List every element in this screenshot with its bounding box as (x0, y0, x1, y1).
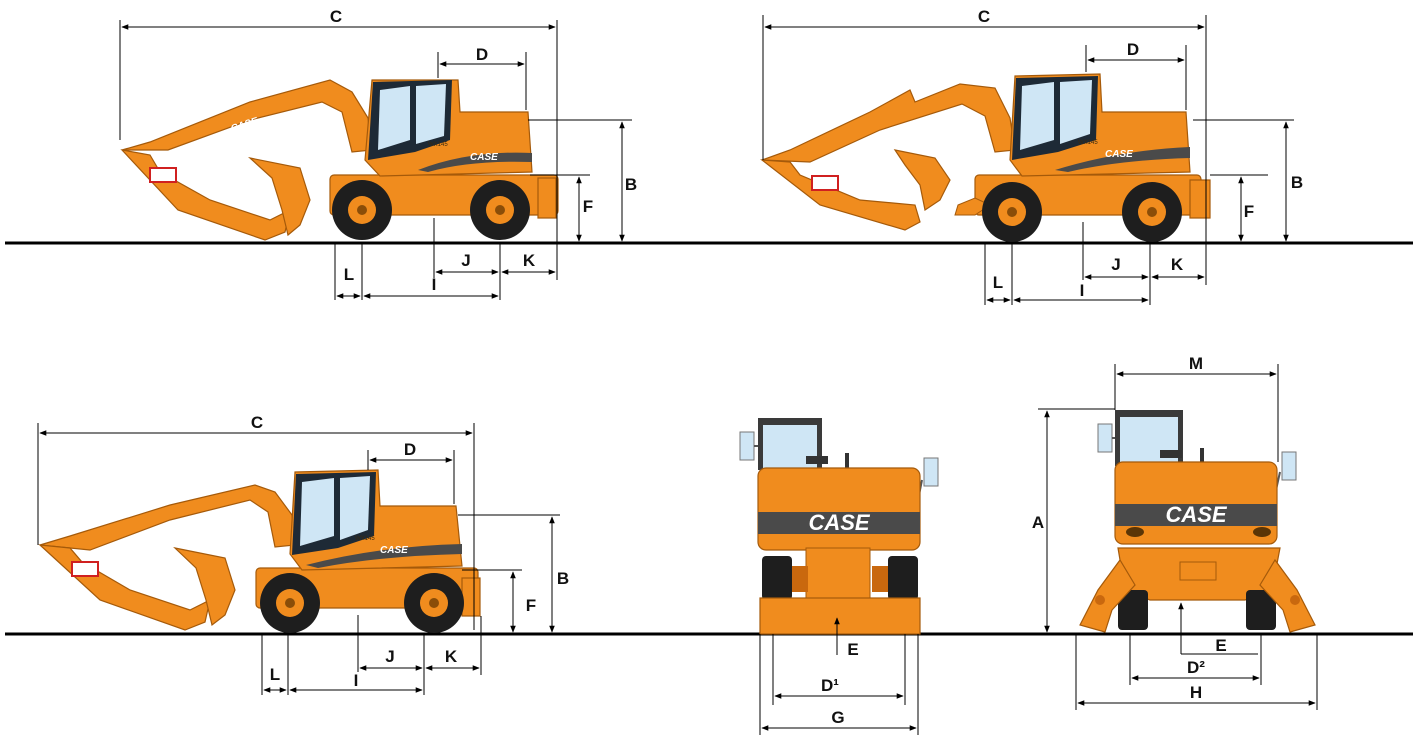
label-c: C (330, 7, 342, 26)
label-m: M (1189, 354, 1203, 373)
label-c: C (978, 7, 990, 26)
label-e: E (1215, 636, 1226, 655)
excavator-rear: CASE (1079, 410, 1316, 633)
label-l: L (993, 273, 1003, 292)
svg-text:CASE: CASE (380, 545, 408, 556)
svg-text:CASE: CASE (470, 152, 498, 163)
excavator-side-1: CASE CASE WX145 (120, 79, 559, 241)
label-l: L (344, 265, 354, 284)
label-k: K (445, 647, 458, 666)
excavator-front: CASE (739, 418, 939, 635)
label-j: J (1111, 255, 1120, 274)
svg-text:CASE: CASE (1165, 502, 1227, 527)
front-view: CASE E D¹ G (739, 418, 939, 735)
excavator-side-3: CASE CASE WX145 (38, 469, 481, 633)
label-d2: D² (1187, 658, 1205, 677)
label-k: K (523, 251, 536, 270)
label-d1: D¹ (821, 676, 839, 695)
side-view-2: CASE CASE WX145 (760, 7, 1303, 305)
svg-text:WX145: WX145 (428, 142, 448, 148)
label-f: F (526, 596, 536, 615)
svg-text:CASE: CASE (808, 510, 870, 535)
label-f: F (583, 197, 593, 216)
label-i: I (1080, 281, 1085, 300)
label-j: J (461, 251, 470, 270)
label-b: B (625, 175, 637, 194)
side-view-3: CASE CASE WX145 (37, 413, 569, 695)
side-view-1: CASE CASE WX145 (119, 7, 637, 300)
label-b: B (557, 569, 569, 588)
label-e: E (847, 640, 858, 659)
excavator-side-2: CASE CASE WX145 (760, 73, 1211, 242)
label-k: K (1171, 255, 1184, 274)
label-f: F (1244, 202, 1254, 221)
label-j: J (385, 647, 394, 666)
label-c: C (251, 413, 263, 432)
label-d: D (476, 45, 488, 64)
label-a: A (1032, 513, 1044, 532)
svg-text:WX145: WX145 (355, 536, 375, 542)
svg-text:WX145: WX145 (1078, 140, 1098, 146)
label-d: D (1127, 40, 1139, 59)
label-i: I (432, 275, 437, 294)
label-i: I (354, 671, 359, 690)
label-g: G (831, 708, 844, 727)
label-l: L (270, 665, 280, 684)
label-d: D (404, 440, 416, 459)
svg-text:CASE: CASE (1105, 149, 1133, 160)
rear-view: CASE M A E D² H (1032, 354, 1318, 710)
label-b: B (1291, 173, 1303, 192)
label-h: H (1190, 683, 1202, 702)
